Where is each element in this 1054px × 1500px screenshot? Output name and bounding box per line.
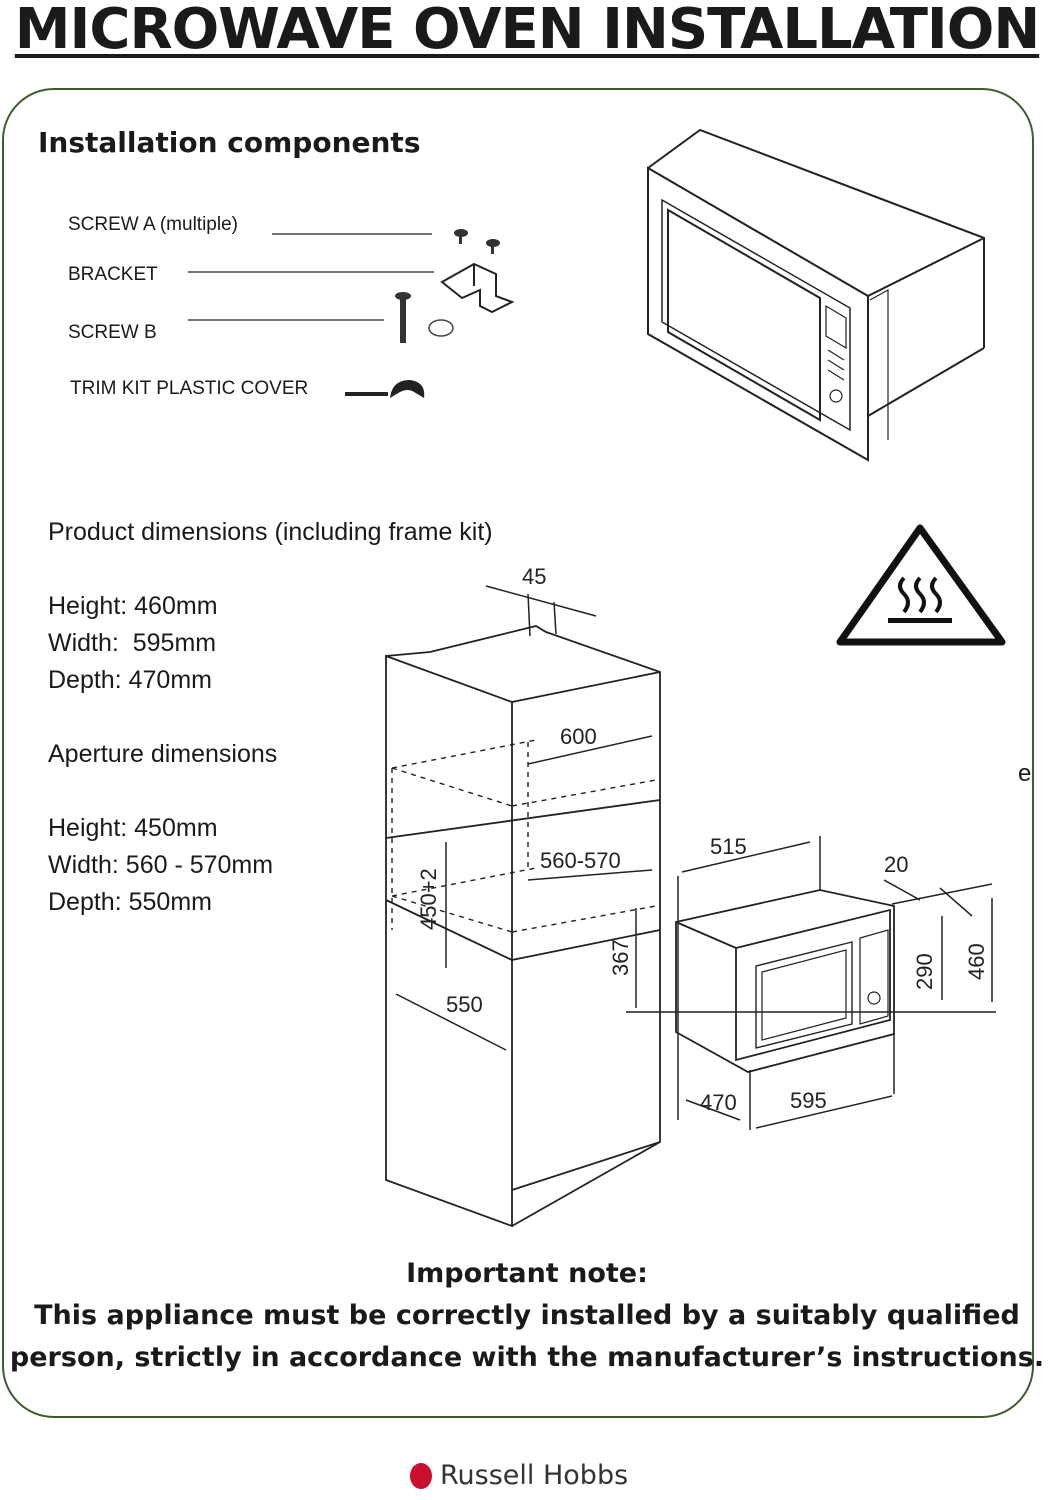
dim-367: 367 (608, 939, 633, 976)
note-heading: Important note: (406, 1258, 648, 1289)
dim-600: 600 (560, 724, 597, 749)
product-height: Height: 460mm (48, 592, 218, 620)
dim-450: 450+2 (416, 868, 441, 930)
built-in-microwave-diagram (675, 889, 895, 1073)
stray-character: e (1018, 760, 1032, 787)
microwave-illustration (647, 128, 985, 462)
dim-290: 290 (912, 953, 937, 990)
product-dimensions-heading: Product dimensions (including frame kit) (48, 518, 493, 546)
product-depth: Depth: 470mm (48, 666, 212, 694)
part-label-screw-b: SCREW B (68, 322, 157, 343)
aperture-height: Height: 450mm (48, 814, 218, 842)
part-label-screw-a: SCREW A (multiple) (68, 214, 238, 235)
cabinet-dimension-lines (395, 585, 653, 1051)
dim-595: 595 (790, 1088, 827, 1113)
dim-560-570: 560-570 (540, 848, 621, 873)
dim-460: 460 (964, 943, 989, 980)
aperture-dimensions-heading: Aperture dimensions (48, 740, 278, 768)
dimension-labels: 45 600 560-570 450+2 550 515 20 367 290 … (416, 564, 989, 1115)
product-width: Width: 595mm (48, 629, 217, 657)
trim-cover-icon (390, 380, 425, 398)
note-line-1: This appliance must be correctly install… (34, 1300, 1020, 1331)
part-label-bracket: BRACKET (68, 264, 158, 285)
dim-470: 470 (700, 1090, 737, 1115)
note-line-2: person, strictly in accordance with the … (9, 1342, 1045, 1373)
brand-logo: Russell Hobbs (410, 1460, 628, 1491)
dim-20: 20 (884, 852, 908, 877)
aperture-width: Width: 560 - 570mm (48, 851, 274, 879)
brand-name: Russell Hobbs (440, 1460, 629, 1491)
dim-45: 45 (522, 564, 546, 589)
washer-icon (428, 319, 454, 337)
part-label-trim-cover: TRIM KIT PLASTIC COVER (70, 378, 309, 399)
dim-515: 515 (710, 834, 747, 859)
screw-b-icon (395, 292, 411, 343)
cabinet-diagram (385, 625, 661, 1228)
dim-550: 550 (446, 992, 483, 1017)
components-heading: Installation components (38, 126, 421, 159)
page-title: MICROWAVE OVEN INSTALLATION (14, 0, 1040, 62)
aperture-depth: Depth: 550mm (48, 888, 212, 916)
microwave-dimension-lines (626, 836, 996, 1130)
screw-icon (454, 229, 500, 254)
leader-lines (188, 233, 434, 396)
content-panel (2, 88, 1034, 1418)
hot-surface-warning-icon (836, 524, 1006, 646)
bracket-icon (440, 262, 515, 314)
brand-mark-icon (410, 1462, 432, 1489)
